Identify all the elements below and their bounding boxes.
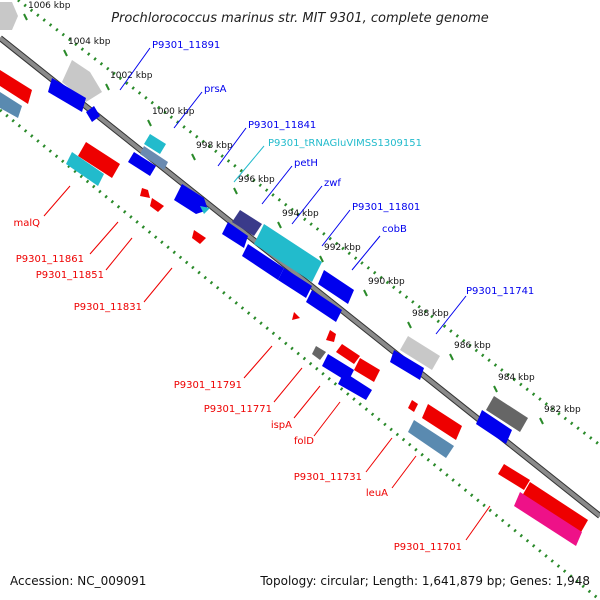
accession-text: Accession: NC_009091 [10,574,146,588]
feature-11731-a[interactable] [408,400,418,412]
label-petH[interactable]: petH [294,158,318,169]
scale-tick-mark [407,321,412,329]
feature-zwf[interactable] [222,222,248,248]
forward-labels: P9301_11891 prsA P9301_11841 P9301_tRNAG… [152,40,534,297]
label-P9301_11701[interactable]: P9301_11701 [394,542,462,553]
feature-11731-b[interactable] [422,404,462,440]
scale-tick-mark [191,153,196,161]
label-P9301_11861[interactable]: P9301_11861 [16,254,84,265]
feature-cobB-b[interactable] [278,268,312,298]
feature-cobB-a[interactable] [242,244,284,280]
feature-11741[interactable] [400,336,440,370]
scale-tick-label: 986 kbp [454,341,491,351]
feature-982-b[interactable] [476,410,512,444]
feature-11791[interactable] [292,312,300,320]
feature-steel-left[interactable] [0,92,22,118]
label-P9301_11831[interactable]: P9301_11831 [74,302,142,313]
label-P9301_11801[interactable]: P9301_11801 [352,202,420,213]
label-P9301_11771[interactable]: P9301_11771 [204,404,272,415]
label-P9301_11891[interactable]: P9301_11891 [152,40,220,51]
scale-tick-label: 988 kbp [412,309,449,319]
label-P9301_11741[interactable]: P9301_11741 [466,286,534,297]
label-ispA[interactable]: ispA [271,420,292,431]
label-folD[interactable]: folD [294,436,314,447]
feature-11831[interactable] [192,230,206,244]
feature-grey[interactable] [0,2,18,30]
feature-11701-c[interactable] [514,492,582,546]
scale-tick-mark [105,83,110,91]
label-tRNAGlu[interactable]: P9301_tRNAGluVIMSS1309151 [268,138,422,149]
scale-tick-label: 1006 kbp [28,1,71,11]
scale-ticks: 1006 kbp 1004 kbp 1002 kbp 1000 kbp 998 kbp 9… [23,1,581,425]
feature-11841a[interactable] [144,134,166,154]
feature-prsA[interactable] [48,78,86,112]
label-P9301_11731[interactable]: P9301_11731 [294,472,362,483]
feature-malQ-a[interactable] [78,142,120,178]
feature-small-b1[interactable] [86,106,100,122]
scale-tick-mark [493,385,498,393]
feature-11771-a[interactable] [326,330,336,342]
scale-tick-mark [147,119,152,127]
scale-tick-label: 998 kbp [196,141,233,151]
feature-petH[interactable] [174,184,208,214]
feature-cobB-c[interactable] [318,270,354,304]
scale-tick-mark [23,13,28,21]
feature-11771-b[interactable] [336,344,360,364]
feature-11841b[interactable] [140,146,168,170]
feature-11741-b[interactable] [390,350,424,380]
label-malQ[interactable]: malQ [13,218,40,229]
feature-11861[interactable] [140,188,150,198]
feature-cobB-d[interactable] [306,290,342,322]
label-cobB[interactable]: cobB [382,224,407,235]
scale-tick-label: 1000 kbp [152,107,195,117]
feature-11701-b[interactable] [522,482,588,534]
label-P9301_11851[interactable]: P9301_11851 [36,270,104,281]
feature-trna[interactable] [128,152,156,176]
leader-lines [43,47,491,541]
scale-tick-label: 984 kbp [498,373,535,383]
scale-tick-label: 1004 kbp [68,37,111,47]
inner-scale-line [0,108,600,600]
feature-red-left1[interactable] [0,70,32,104]
feature-leuA[interactable] [408,420,454,458]
feature-small-cyan[interactable] [200,206,210,214]
feature-malQ-b[interactable] [66,152,104,186]
scale-tick-mark [539,417,544,425]
feature-11891[interactable] [62,60,102,102]
label-zwf[interactable]: zwf [324,178,341,189]
feature-11701-a[interactable] [498,464,530,490]
scale-tick-label: 996 kbp [238,175,275,185]
scale-tick-label: 990 kbp [368,277,405,287]
feature-folD[interactable] [338,372,372,400]
scale-tick-label: 992 kbp [324,243,361,253]
scale-tick-mark [319,255,324,263]
label-P9301_11841[interactable]: P9301_11841 [248,120,316,131]
scale-tick-mark [449,353,454,361]
feature-ispA[interactable] [354,358,380,382]
features [0,2,588,546]
scale-tick-mark [363,289,368,297]
map-title: Prochlorococcus marinus str. MIT 9301, c… [111,11,489,26]
feature-zwf-dark[interactable] [232,210,262,236]
scale-tick-label: 1002 kbp [110,71,153,81]
label-leuA[interactable]: leuA [366,488,388,499]
feature-984-grey[interactable] [486,396,528,432]
topology-text: Topology: circular; Length: 1,641,879 bp… [259,574,590,588]
scale-tick-mark [233,187,238,195]
feature-11801[interactable] [254,224,322,282]
feature-11851[interactable] [150,198,164,212]
reverse-labels: malQ P9301_11861 P9301_11851 P9301_11831… [13,218,462,553]
scale-tick-mark [277,221,282,229]
feature-grey-small[interactable] [312,346,326,360]
scale-tick-label: 982 kbp [544,405,581,415]
scale-tick-mark [63,49,68,57]
label-P9301_11791[interactable]: P9301_11791 [174,380,242,391]
label-prsA[interactable]: prsA [204,84,227,95]
